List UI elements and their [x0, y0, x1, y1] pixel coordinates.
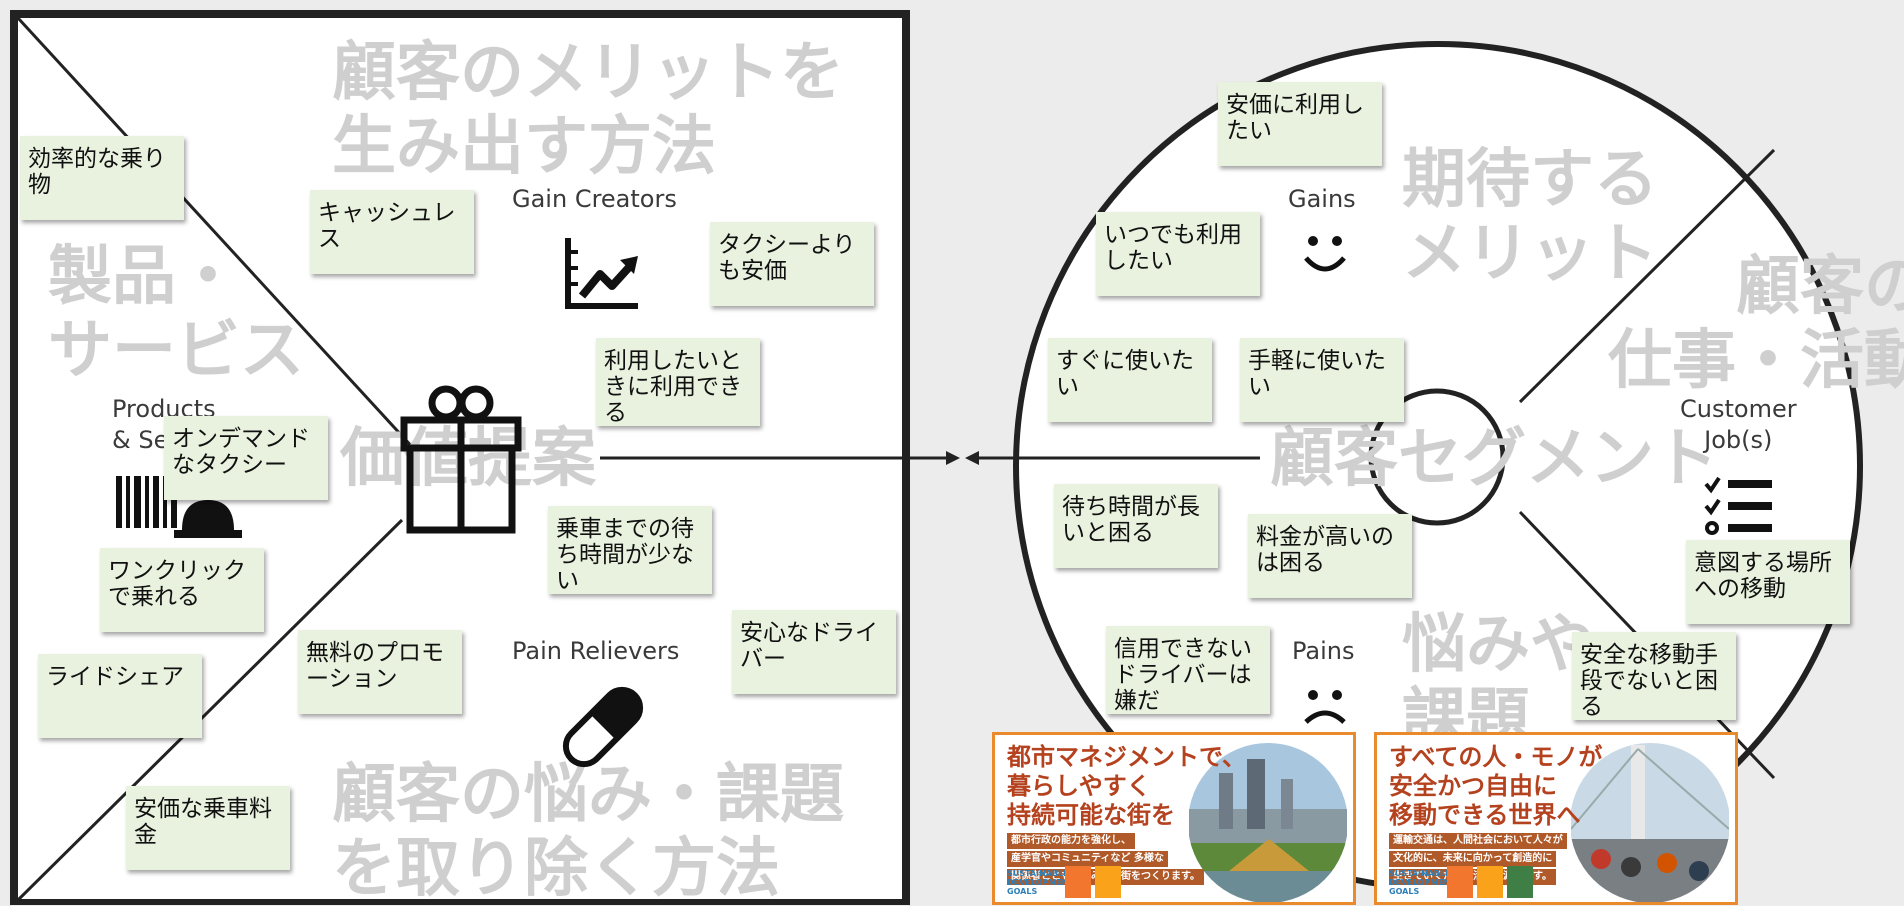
bridge-photo — [1571, 743, 1729, 902]
sticky-note[interactable]: 安価な乗車料金 — [126, 786, 290, 870]
pain-relievers-heading: 顧客の悩み・課題 を取り除く方法 — [332, 758, 844, 906]
products-heading: 製品・ サービス — [48, 240, 304, 388]
sticky-note[interactable]: キャッシュレス — [310, 190, 474, 274]
sticky-note[interactable]: ワンクリックで乗れる — [100, 548, 264, 632]
pill-icon — [562, 686, 644, 768]
jobs-heading: 顧客の 仕事・活動 — [1608, 250, 1904, 398]
sticky-note[interactable]: 無料のプロモーション — [298, 630, 462, 714]
sticky-note[interactable]: ライドシェア — [38, 654, 202, 738]
sdg-poster-transport: すべての人・モノが 安全かつ自由に 移動できる世界へ 運輸交通は、人間社会におい… — [1374, 732, 1738, 905]
sdg-logo: SUSTAINABLE DEVELOPMENT GOALS — [1007, 869, 1074, 896]
sticky-note[interactable]: 安価に利用したい — [1218, 82, 1382, 166]
gain-creators-heading: 顧客のメリットを 生み出す方法 — [332, 36, 844, 184]
sticky-note[interactable]: 手軽に使いたい — [1240, 338, 1404, 422]
sdg-goal-icon — [1447, 866, 1473, 898]
hardhat-icon — [174, 500, 242, 538]
sticky-note[interactable]: すぐに使いたい — [1048, 338, 1212, 422]
frown-icon — [1304, 690, 1346, 724]
sticky-note[interactable]: タクシーよりも安価 — [710, 222, 874, 306]
pain-relievers-label: Pain Relievers — [512, 637, 680, 665]
chart-rising-icon — [565, 238, 638, 309]
sdg-goal-icon — [1065, 866, 1091, 898]
sticky-note[interactable]: 意図する場所への移動 — [1686, 540, 1850, 624]
gains-heading: 期待する メリット — [1402, 143, 1658, 291]
sdg-goal-icon — [1095, 866, 1121, 898]
sdg-goal-icon — [1477, 866, 1503, 898]
value-proposition-heading: 価値提案 — [340, 422, 596, 496]
sticky-note[interactable]: 安全な移動手段でないと困る — [1572, 632, 1736, 720]
sticky-note[interactable]: いつでも利用したい — [1096, 212, 1260, 296]
sticky-note[interactable]: オンデマンドなタクシー — [164, 416, 328, 500]
checklist-icon — [1704, 476, 1772, 535]
gain-creators-label: Gain Creators — [512, 185, 677, 213]
sticky-note[interactable]: 利用したいときに利用できる — [596, 338, 760, 426]
sdg-poster-urban: 都市マネジメントで、 暮らしやすく 持続可能な街を 都市行政の能力を強化し、 産… — [992, 732, 1356, 905]
poster-heading: すべての人・モノが 安全かつ自由に 移動できる世界へ — [1389, 743, 1603, 829]
city-photo — [1189, 743, 1347, 902]
smile-icon — [1304, 236, 1346, 272]
sdg-logo: SUSTAINABLE DEVELOPMENT GOALS — [1389, 869, 1456, 896]
sticky-note[interactable]: 待ち時間が長いと困る — [1054, 484, 1218, 568]
sticky-note[interactable]: 乗車までの待ち時間が少ない — [548, 506, 712, 594]
customer-segment-heading: 顧客セグメント — [1270, 422, 1718, 496]
sticky-note[interactable]: 安心なドライバー — [732, 610, 896, 694]
pains-label: Pains — [1292, 637, 1355, 665]
sticky-note[interactable]: 効率的な乗り物 — [20, 136, 184, 220]
gains-label: Gains — [1288, 185, 1356, 213]
barcode-icon — [116, 476, 177, 528]
jobs-label: Customer Job(s) — [1680, 395, 1797, 454]
poster-heading: 都市マネジメントで、 暮らしやすく 持続可能な街を — [1007, 743, 1247, 829]
sticky-note[interactable]: 料金が高いのは困る — [1248, 514, 1412, 598]
sdg-goal-icon — [1507, 866, 1533, 898]
sticky-note[interactable]: 信用できないドライバーは嫌だ — [1106, 626, 1270, 714]
gift-icon — [400, 385, 522, 534]
